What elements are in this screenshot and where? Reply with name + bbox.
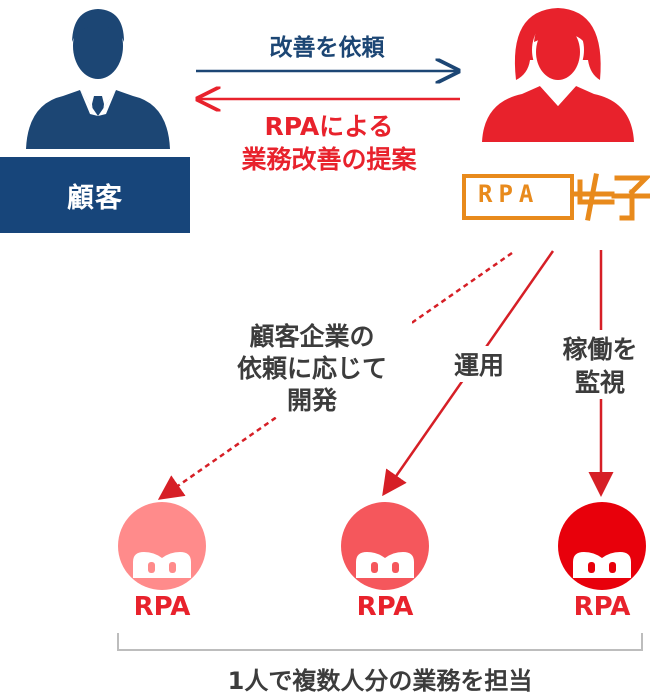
robot-2-label: RPA — [356, 592, 414, 622]
develop-label-line2: 依頼に応じて — [212, 349, 412, 385]
rpa-woman-person-icon — [482, 8, 634, 142]
robot-1-icon — [118, 502, 206, 590]
customer-person-icon — [26, 9, 170, 149]
robot-1-label: RPA — [133, 592, 191, 622]
customer-label: 顧客 — [67, 182, 123, 214]
monitor-label-line2: 監視 — [550, 363, 650, 399]
robot-2: RPA — [340, 500, 430, 630]
develop-arrow — [157, 251, 513, 500]
robot-1: RPA — [117, 500, 207, 630]
robot-3-label: RPA — [573, 592, 631, 622]
customer-label-box: 顧客 — [0, 157, 190, 233]
develop-label-line1: 顧客企業の — [212, 317, 412, 353]
develop-label-line3: 開発 — [212, 381, 412, 417]
proposal-label-line2: 業務改善の提案 — [241, 145, 417, 174]
group-bracket — [117, 633, 643, 651]
robot-3: RPA — [557, 500, 647, 630]
robot-2-icon — [341, 502, 429, 590]
operate-label: 運用 — [434, 346, 524, 382]
robot-3-icon — [558, 502, 646, 590]
brand-rpa-text: RPA — [478, 180, 540, 208]
footer-caption: 1人で複数人分の業務を担当 — [227, 667, 533, 695]
request-label: 改善を依頼 — [269, 35, 385, 61]
monitor-label-line1: 稼働を — [550, 330, 650, 366]
rpa-brand-logo: RPA — [462, 172, 650, 222]
proposal-label-line1: RPAによる — [264, 112, 394, 141]
